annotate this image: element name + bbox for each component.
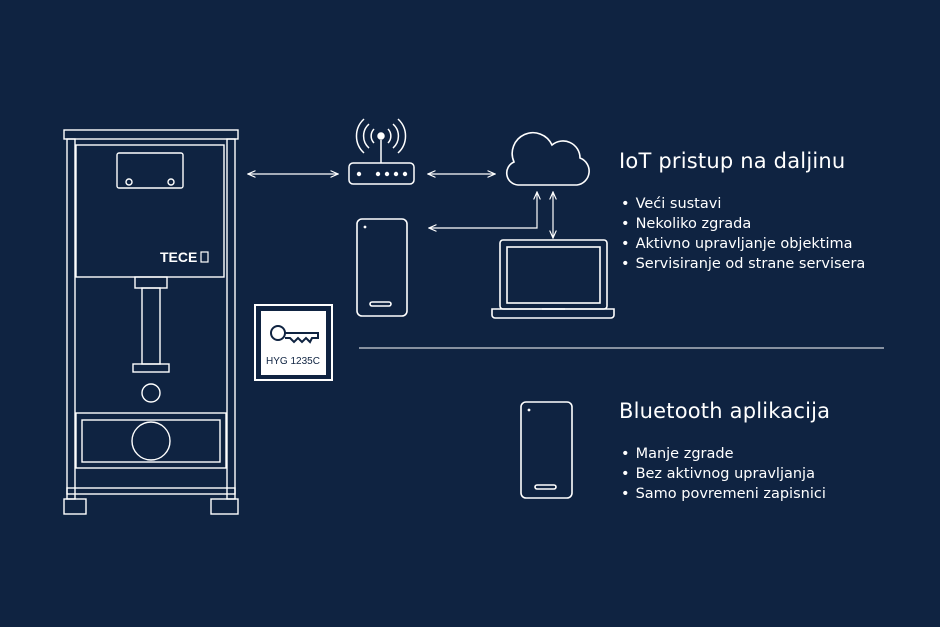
list-item: Servisiranje od strane servisera [621,254,866,274]
list-item: Veći sustavi [621,194,865,214]
key-card-code: HYG 1235C [266,356,320,367]
list-item: Nekoliko zgrada [621,214,865,234]
list-item: Manje zgrade [621,444,826,464]
list-item: Samo povremeni zapisnici [621,484,826,504]
laptop-icon [491,239,615,319]
arrow-phone-cloud [429,192,537,228]
installation-frame [63,129,239,515]
router-icon [348,118,415,185]
bluetooth-feature-list: Manje zgrade Bez aktivnog upravljanja Sa… [621,444,826,504]
brand-logo-mark [200,251,209,263]
key-icon [270,325,319,344]
brand-logo: TECE [160,249,197,265]
iot-feature-list: Veći sustavi Nekoliko zgrada Aktivno upr… [621,194,866,274]
cloud-icon [505,131,590,186]
bluetooth-section-title: Bluetooth aplikacija [619,399,831,423]
list-item: Aktivno upravljanje objektima [621,234,865,254]
key-card: HYG 1235C [254,304,333,381]
smartphone-icon [356,218,408,317]
connections [248,174,553,238]
smartphone-icon [520,401,573,499]
iot-section-title: IoT pristup na daljinu [619,149,846,173]
list-item: Bez aktivnog upravljanja [621,464,826,484]
